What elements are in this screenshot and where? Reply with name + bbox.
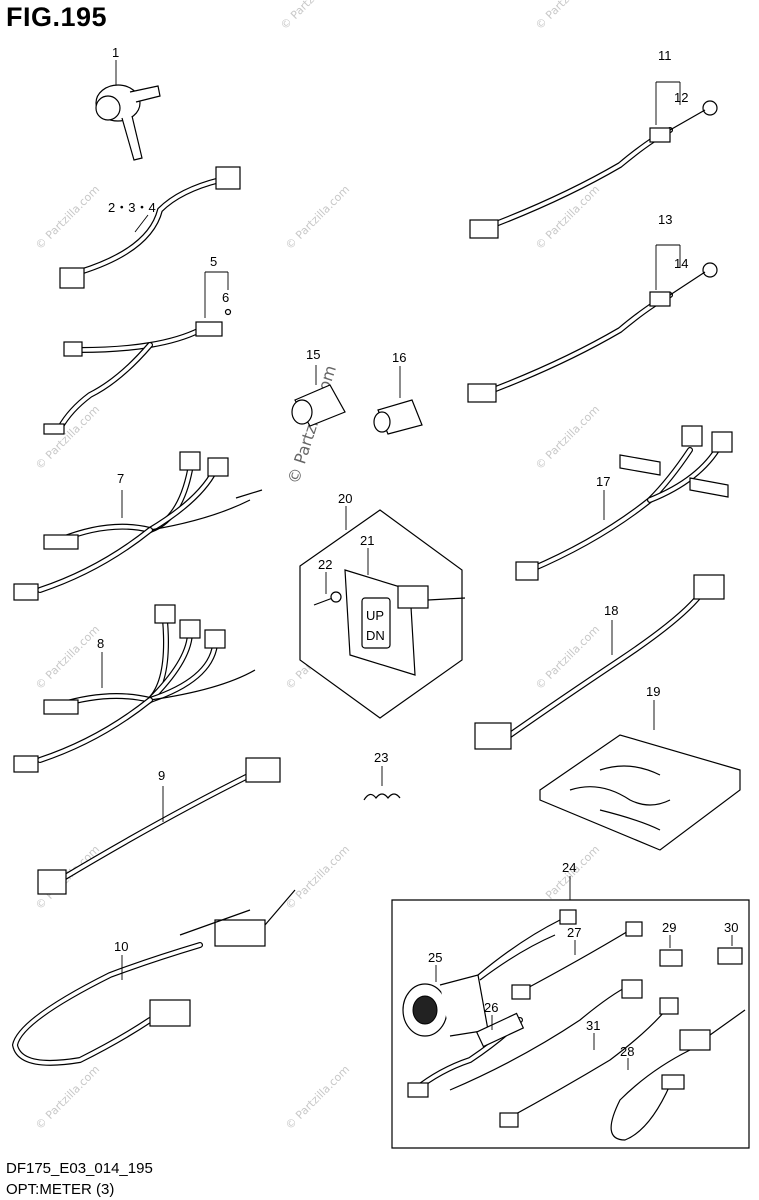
part-21-switch: UP DN [344,548,466,676]
part-24-kit [391,876,750,1149]
callout-29: 29 [662,920,676,935]
part-19-bag [539,700,741,851]
part-25-gauge [402,919,561,1037]
part-15-fitting [291,365,346,427]
callout-1: 1 [112,45,119,60]
callout-12: 12 [674,90,688,105]
callout-7: 7 [117,471,124,486]
watermark: © Partzilla.com [283,843,352,912]
part-1-grommet [95,60,161,161]
watermark: © Partzilla.com [33,1063,102,1132]
part-8-harness [13,604,256,773]
callout-2-3-4: 2・3・4 [108,200,156,215]
callout-17: 17 [596,474,610,489]
part-29-fitting [659,935,683,967]
figure-code: DF175_E03_014_195 [6,1160,153,1177]
switch-up-label: UP [366,608,384,623]
watermark: © Partzilla.com [283,1063,352,1132]
callout-26: 26 [484,1000,498,1015]
watermark: © Partzilla.com [533,0,602,32]
watermark: © Partzilla.com [33,623,102,692]
callout-9: 9 [158,768,165,783]
part-28-cable [610,1009,746,1141]
callout-22: 22 [318,557,332,572]
callout-21: 21 [360,533,374,548]
part-23-spring [363,766,401,801]
part-13-harness [467,244,718,403]
part-7-harness [13,451,263,601]
callout-20: 20 [338,491,352,506]
callout-10: 10 [114,939,128,954]
callout-labels: 1 2・3・4 5 6 7 8 9 10 11 12 13 14 15 16 1… [97,45,738,1059]
part-2-harness [59,166,241,289]
watermark: © Partzilla.com [278,0,347,32]
callout-28: 28 [620,1044,634,1059]
callout-11: 11 [658,48,672,63]
part-18-cable [474,574,725,750]
callout-24: 24 [562,860,576,875]
figure-caption: OPT:METER (3) [6,1181,115,1198]
watermark: © Partzilla.com [283,183,352,252]
callout-5: 5 [210,254,217,269]
callout-31: 31 [586,1018,600,1033]
part-27-cable [511,909,643,1000]
callout-23: 23 [374,750,388,765]
callout-19: 19 [646,684,660,699]
part-5-harness [43,271,232,435]
part-30-fitting [717,935,743,965]
part-9-cable [37,757,281,895]
switch-down-label: DN [366,628,385,643]
part-31-harness [449,979,679,1128]
part-10-cable [11,889,296,1066]
callout-14: 14 [674,256,688,271]
callout-8: 8 [97,636,104,651]
watermark: © Partzilla.com [33,183,102,252]
callout-25: 25 [428,950,442,965]
callout-13: 13 [658,212,672,227]
watermark: © Partzilla.com [533,403,602,472]
part-26-cable [407,1012,525,1098]
callout-16: 16 [392,350,406,365]
callout-18: 18 [604,603,618,618]
callout-15: 15 [306,347,320,362]
figure-title: FIG.195 [6,2,108,32]
part-17-harness [515,425,733,581]
callout-30: 30 [724,920,738,935]
part-11-harness [469,81,718,239]
callout-27: 27 [567,925,581,940]
part-16-fitting [373,366,423,435]
callout-6: 6 [222,290,229,305]
part-22-screw [313,572,342,606]
